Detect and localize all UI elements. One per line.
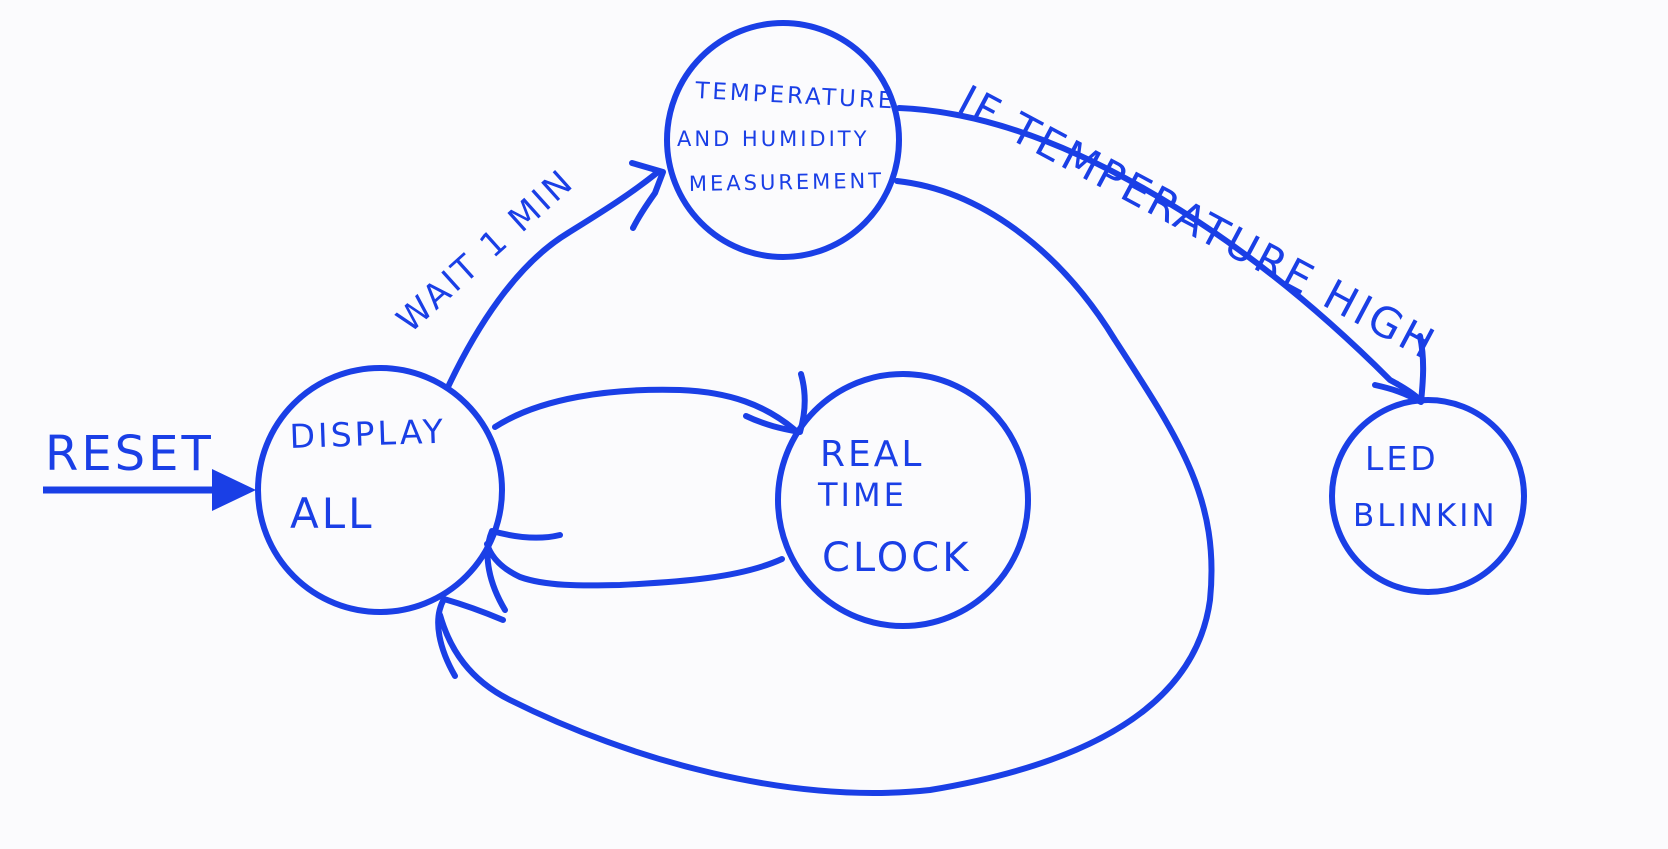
state-display-all-circle [255, 365, 505, 615]
state-led-blinking-line-1: LED [1365, 439, 1439, 478]
rtc-to-display-transition [484, 528, 785, 613]
state-led-blinking: LED BLINKIN [1329, 397, 1527, 595]
state-display-all: DISPLAY ALL [255, 365, 505, 615]
reset-transition: RESET [43, 426, 256, 511]
wait-transition: WAIT 1 MIN [389, 160, 666, 390]
state-display-all-line-1: DISPLAY [289, 412, 447, 456]
state-real-time-clock-line-1: REAL [820, 434, 924, 475]
state-display-all-line-2: ALL [290, 489, 375, 538]
rtc-to-display-arrow-path [484, 541, 785, 589]
state-real-time-clock-line-2: TIME [817, 476, 907, 514]
state-temperature-humidity: TEMPERATURE AND HUMIDITY MEASUREMENT [664, 20, 902, 260]
temp-high-transition-label: IF TEMPERATURE HIGH [950, 76, 1444, 370]
wait-arrowhead-icon [629, 160, 666, 231]
state-temperature-humidity-line-3: MEASUREMENT [689, 169, 885, 196]
temp-high-arrowhead-icon [1372, 333, 1427, 405]
temp-to-display-transition [435, 178, 1215, 796]
state-temperature-humidity-line-1: TEMPERATURE [694, 78, 896, 114]
state-temperature-humidity-line-2: AND HUMIDITY [677, 127, 869, 151]
temp-to-display-arrowhead-icon [435, 596, 506, 679]
temp-high-transition: IF TEMPERATURE HIGH [896, 76, 1445, 405]
rtc-to-display-arrowhead-icon [484, 528, 563, 613]
state-temperature-humidity-circle [664, 20, 902, 260]
display-to-rtc-transition [492, 371, 808, 435]
display-to-rtc-arrow-path [492, 386, 798, 433]
reset-arrowhead-icon [212, 469, 256, 511]
state-led-blinking-line-2: BLINKIN [1353, 498, 1498, 534]
state-real-time-clock-line-3: CLOCK [822, 535, 971, 581]
wait-arrow-path [445, 169, 661, 390]
temp-to-display-arrow-path [437, 178, 1215, 796]
reset-transition-label: RESET [45, 426, 214, 482]
state-led-blinking-circle [1329, 397, 1527, 595]
temp-high-arrow-path [896, 105, 1423, 403]
display-to-rtc-arrowhead-icon [743, 371, 808, 435]
state-real-time-clock-circle [775, 371, 1031, 629]
state-real-time-clock: REAL TIME CLOCK [775, 371, 1031, 629]
